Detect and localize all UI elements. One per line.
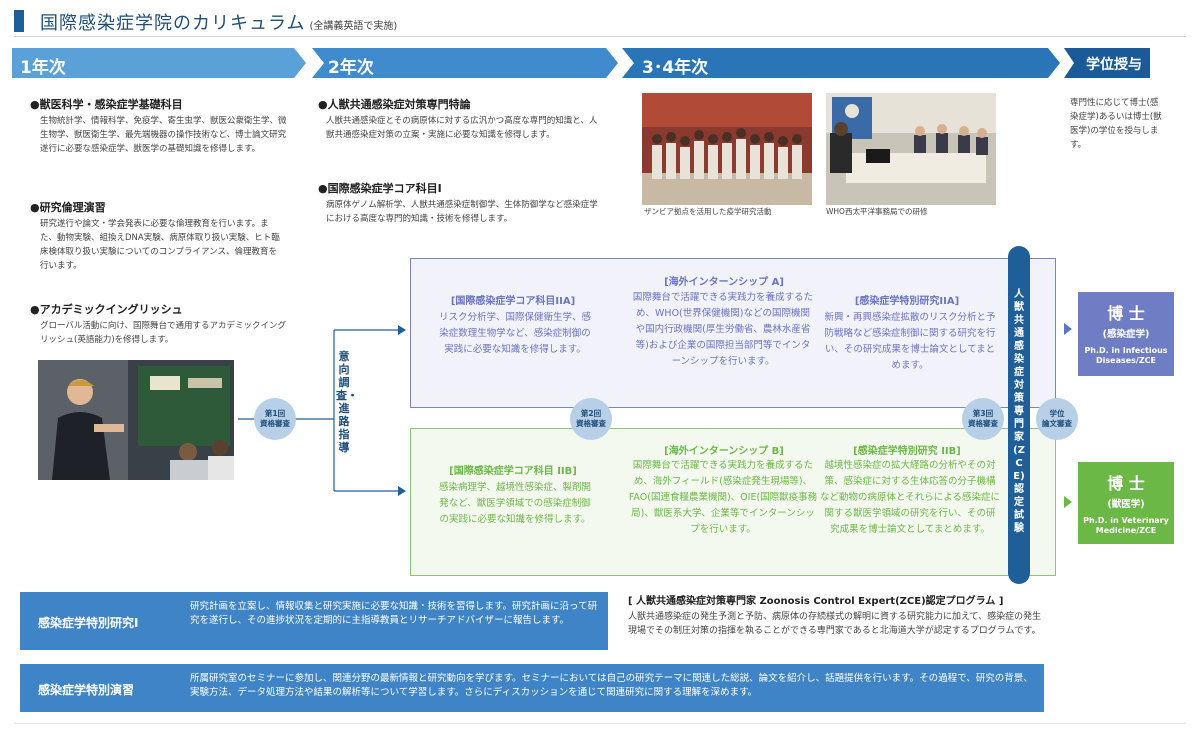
who-photo-caption: WHO西太平洋事務局での研修 [826,207,928,216]
year2-zoonosis-body: 人獣共通感染症とその病原体に対する広汎かつ高度な専門的知識と、人獣共通感染症対策… [326,116,598,140]
special-seminar-box: 感染症学特別演習 所属研究室のセミナーに参加し、関連分野の最新情報と研究動向を学… [20,664,1044,712]
year2-zoonosis-title: ●人獣共通感染症対策専門特論 [318,98,471,111]
year-banners [12,48,1150,78]
qualification-review-2: 第2回資格審査 [570,398,612,440]
research2b-title: [感染症学特別研究 IIB] [853,446,961,457]
banner-year1: 1年次 [20,58,66,78]
header-divider [14,36,1186,37]
phd-infectious-box: 博 士 (感染症学) Ph.D. in Infectious Diseases/… [1078,292,1174,376]
phd-veterinary-title: 博 士 [1107,474,1145,493]
who-office-photo [826,93,996,205]
year1-ethics-title: ●研究倫理演習 [30,201,106,214]
banner-year2: 2年次 [328,58,374,78]
core2b-title: [国際感染症学コア科目 IIB] [449,466,577,477]
phd-veterinary-box: 博 士 (獣医学) Ph.D. in Veterinary Medicine/Z… [1078,462,1174,544]
research2a-title: [感染症学特別研究IIA] [854,296,960,307]
year1-english-body: グローバル活動に向け、国際舞台で通用するアカデミックイングリッシュ(英語能力)を… [40,321,286,345]
year1-basic-body: 生物統計学、情報科学、免疫学、寄生虫学、獣医公衆衛生学、微生物学、獣医衛生学、最… [40,116,287,154]
research2a-body: 新興・再興感染症拡散のリスク分析と予防戦略など感染症制御に関する研究を行い、その… [824,312,996,371]
lower-track-box [410,428,1056,576]
special-research-1-body: 研究計画を立案し、情報収集と研究実施に必要な知識・技術を習得します。研究計画に沿… [190,601,598,626]
special-research-1-title: 感染症学特別研究Ⅰ [38,616,139,630]
upper-track-box [410,258,1056,408]
core2a-body: リスク分析学、国際保健衛生学、感染症数理生物学など、感染症制御の実践に必要な知識… [438,312,591,355]
page-title: 国際感染症学院のカリキュラム(全講義英語で実施) [40,13,398,34]
zce-exam-label: 人獣共通感染症対策専門家(ZCE)認定試験 [1013,289,1025,534]
core2b-body: 感染病理学、越境性感染症、製剤開発など、獣医学領域での感染症制御の実践に必要な知… [438,482,591,525]
banner-degree: 学位授与 [1086,57,1142,73]
banner-year2-shape [312,48,618,78]
phd-veterinary-sub: (獣医学) [1107,499,1145,510]
internship-a-title: [海外インターンシップ A] [664,277,784,288]
phd-infectious-en: Ph.D. in Infectious Diseases/ZCE [1084,346,1168,365]
zce-program-title: [ 人獣共通感染症対策専門家 Zoonosis Control Expert(Z… [628,596,1004,607]
year2-core1-body: 病原体ゲノム解析学、人獣共通感染症制御学、生体防御学など感染症学における高度な専… [326,200,598,224]
phd-infectious-title: 博 士 [1107,304,1145,323]
year1-ethics-body: 研究遂行や論文・学会発表に必要な倫理教育を行います。また、動物実験、組換えDNA… [40,219,280,271]
page-subtitle: (全講義英語で実施) [309,21,398,32]
arrow-upper-track [398,325,406,335]
internship-b-body: 国際舞台で活躍できる実践力を養成するため、海外フィールド(感染症発生現場等)、F… [628,460,818,535]
internship-a-body: 国際舞台で活躍できる実践力を養成するため、WHO(世界保健機関)などの国際機関や… [632,292,814,367]
arrow-phd-veterinary [1064,496,1072,508]
dissertation-review: 学位論文審査 [1036,398,1078,440]
special-seminar-title: 感染症学特別演習 [38,683,135,697]
year1-basic-title: ●獣医科学・感染症学基礎科目 [30,98,183,111]
special-research-1-box: 感染症学特別研究Ⅰ 研究計画を立案し、情報収集と研究実施に必要な知識・技術を習得… [20,592,608,650]
qualification-review-3: 第3回資格審査 [962,398,1004,440]
zce-exam-bar: 人獣共通感染症対策専門家(ZCE)認定試験 [1008,246,1030,584]
banner-year34-shape [622,48,1060,78]
arrow-phd-infectious [1064,323,1072,335]
degree-note: 専門性に応じて博士(感染症学)あるいは博士(獣医学)の学位を授与します。 [1070,98,1162,150]
footer-rule [14,723,1186,724]
banner-year1-shape [12,48,306,78]
zambia-photo-caption: ザンビア拠点を活用した疫学研究活動 [644,207,772,216]
phd-infectious-sub: (感染症学) [1102,329,1150,340]
career-guidance-label: 意向調査・進路指導 [336,350,358,454]
classroom-lecture-photo [38,360,234,480]
zce-program-body: 人獣共通感染症の発生予測と予防、病原体の存続様式の解明に資する研究能力に加えて、… [628,612,1042,636]
year1-english-title: ●アカデミックイングリッシュ [30,303,183,316]
arrow-lower-track [398,486,406,496]
zambia-field-photo [642,93,812,205]
title-accent-bar [14,10,24,32]
research2b-body: 越境性感染症の拡大経路の分析やその対策、感染症に対する生体応答の分子機構など動物… [820,460,1000,535]
year2-core1-title: ●国際感染症学コア科目Ⅰ [318,182,442,195]
banner-year34: 3･4年次 [642,58,709,78]
phd-veterinary-en: Ph.D. in Veterinary Medicine/ZCE [1083,516,1169,535]
qualification-review-1: 第1回資格審査 [254,398,296,440]
banner-degree-shape [1064,48,1150,78]
core2a-title: [国際感染症学コア科目IIA] [450,296,576,307]
special-seminar-body: 所属研究室のセミナーに参加し、関連分野の最新情報と研究動向を学びます。セミナーに… [190,673,1033,698]
internship-b-title: [海外インターンシップ B] [664,446,784,457]
